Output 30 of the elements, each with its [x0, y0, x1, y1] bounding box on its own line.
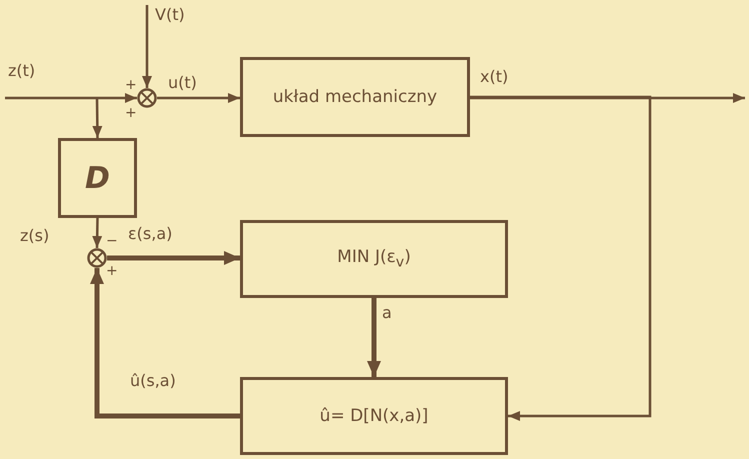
sign-label: +	[125, 106, 137, 122]
block-label: û= D[N(x,a)]	[320, 404, 428, 428]
block-label: D	[85, 160, 110, 198]
arrow	[157, 93, 240, 103]
block	[240, 377, 508, 455]
thick-arrow	[367, 298, 381, 377]
signal-label: z(s)	[20, 227, 50, 245]
signal-label: z(t)	[8, 62, 36, 80]
signal-label: ε(s,a)	[128, 225, 172, 243]
arrow	[142, 5, 152, 88]
arrow	[92, 218, 102, 248]
sign-label: −	[106, 234, 118, 250]
arrow	[470, 93, 745, 103]
signal-label: a	[382, 304, 392, 322]
signal-label: u(t)	[168, 74, 197, 92]
sign-label: +	[125, 78, 137, 94]
arrow	[470, 96, 652, 421]
arrow	[5, 93, 137, 103]
sign-label: +	[106, 264, 118, 280]
block	[240, 220, 508, 298]
block	[240, 57, 470, 137]
block-label: układ mechaniczny	[272, 86, 438, 109]
thick-arrow	[90, 268, 240, 418]
signal-label: V(t)	[155, 6, 185, 24]
block	[58, 138, 137, 218]
block-label: MIN J(ε$_{v}$)	[337, 246, 411, 273]
signal-label: û(s,a)	[130, 372, 176, 390]
arrow	[92, 98, 102, 138]
signal-label: x(t)	[480, 68, 508, 86]
thick-arrow	[107, 251, 240, 265]
